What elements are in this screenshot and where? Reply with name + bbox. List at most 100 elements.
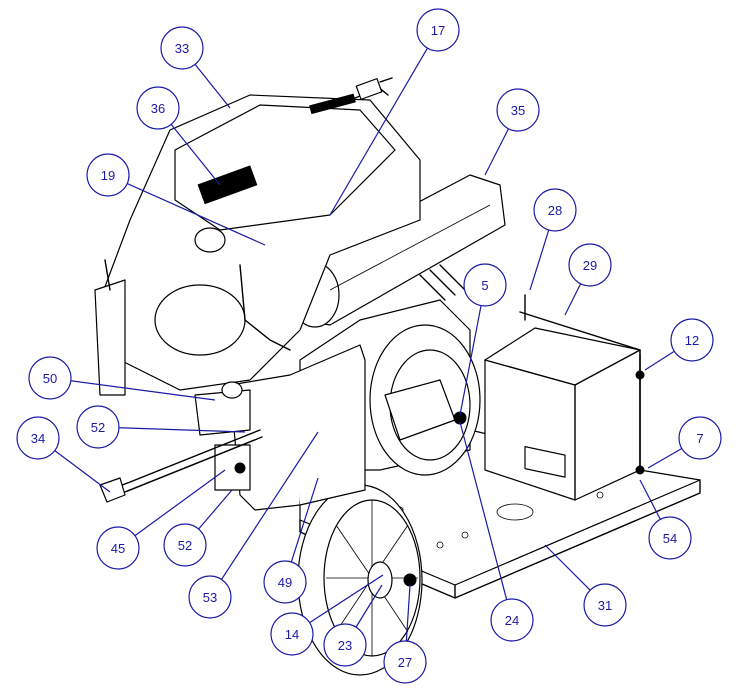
callout-leader-line: [70, 380, 216, 401]
callout-number: 49: [278, 575, 292, 590]
callout-leader-line: [405, 584, 411, 642]
callout-circle: [16, 416, 60, 460]
callout-leader-line: [54, 450, 111, 493]
fuel-filter: [355, 77, 393, 100]
callout-circle: [160, 26, 204, 70]
callout-circle: [496, 88, 540, 132]
callout-leader-line: [290, 477, 319, 563]
callout-leader-line: [194, 64, 231, 109]
callout-circle: [416, 8, 460, 52]
callout-circle: [28, 356, 72, 400]
callout-circle: [163, 523, 207, 567]
callout-circle: [96, 526, 140, 570]
control-box: [194, 344, 366, 511]
callout-circle: [323, 623, 367, 667]
callout-number: 50: [43, 371, 57, 386]
callout-leader-line: [529, 229, 550, 291]
callout-circle: [678, 416, 722, 460]
callout-c52b: 52: [163, 489, 233, 567]
callout-number: 31: [598, 598, 612, 613]
callout-circle: [86, 153, 130, 197]
callout-number: 23: [338, 638, 352, 653]
callout-number: 28: [548, 203, 562, 218]
callout-c36: 36: [136, 86, 221, 186]
callout-leader-line: [170, 123, 221, 186]
callout-number: 19: [101, 168, 115, 183]
callout-leader-line: [309, 574, 384, 624]
callout-number: 53: [203, 590, 217, 605]
callout-number: 45: [111, 541, 125, 556]
callout-circle: [490, 598, 534, 642]
callout-circle: [648, 516, 692, 560]
callout-c35: 35: [484, 88, 540, 176]
callout-c5: 5: [459, 263, 507, 416]
callout-number: 5: [481, 278, 488, 293]
callout-c19: 19: [86, 153, 266, 246]
callout-number: 54: [663, 531, 677, 546]
callout-number: 12: [685, 333, 699, 348]
handle-bar: [99, 429, 263, 503]
callout-leader-line: [126, 183, 266, 246]
callout-c28: 28: [529, 188, 577, 291]
callout-c14: 14: [270, 574, 384, 656]
callout-circle: [670, 318, 714, 362]
callout-circle: [136, 86, 180, 130]
callout-leader-line: [198, 489, 233, 530]
callout-leader-line: [564, 283, 582, 316]
callout-c53: 53: [188, 431, 319, 619]
callout-c33: 33: [160, 26, 231, 109]
callout-leader-line: [647, 447, 683, 469]
callout-c7: 7: [647, 416, 722, 469]
callout-number: 17: [431, 23, 445, 38]
callout-leader-line: [644, 350, 675, 371]
callout-leader-line: [639, 479, 661, 520]
callout-number: 33: [175, 41, 189, 56]
callout-leader-line: [459, 421, 508, 600]
callout-leader-line: [220, 431, 319, 580]
callout-number: 34: [31, 431, 45, 446]
callout-c45: 45: [96, 469, 226, 570]
callout-c52a: 52: [76, 405, 246, 449]
callout-number: 24: [505, 613, 519, 628]
callout-number: 35: [511, 103, 525, 118]
callout-circle: [568, 243, 612, 287]
callout-leader-line: [329, 47, 428, 216]
callout-leader-line: [134, 469, 226, 537]
callout-c12: 12: [644, 318, 714, 371]
callout-circle: [463, 263, 507, 307]
callout-circle: [383, 640, 427, 684]
callout-circle: [263, 560, 307, 604]
callout-c23: 23: [323, 584, 383, 667]
callout-c50: 50: [28, 356, 216, 401]
callout-number: 27: [398, 655, 412, 670]
callout-c54: 54: [639, 479, 692, 560]
callout-leader-line: [544, 544, 591, 591]
callout-leader-line: [118, 427, 246, 433]
callout-c24: 24: [459, 421, 534, 642]
callout-number: 14: [285, 627, 299, 642]
wheel: [297, 484, 423, 676]
generator-housing: [299, 299, 481, 476]
callout-number: 29: [583, 258, 597, 273]
callout-c34: 34: [16, 416, 111, 493]
callout-circle: [270, 612, 314, 656]
callout-number: 36: [151, 101, 165, 116]
callout-circle: [583, 583, 627, 627]
callout-number: 52: [178, 538, 192, 553]
callout-c49: 49: [263, 477, 319, 604]
callout-number: 52: [91, 420, 105, 435]
callout-circle: [533, 188, 577, 232]
callout-c29: 29: [564, 243, 612, 316]
callout-c27: 27: [383, 584, 427, 684]
callout-c31: 31: [544, 544, 627, 627]
callout-leader-line: [355, 584, 383, 628]
callout-leader-line: [484, 128, 510, 176]
callout-number: 7: [696, 431, 703, 446]
callout-leader-line: [459, 305, 482, 416]
callout-c17: 17: [329, 8, 460, 216]
battery: [484, 294, 645, 501]
callout-circle: [76, 405, 120, 449]
callout-circle: [188, 575, 232, 619]
